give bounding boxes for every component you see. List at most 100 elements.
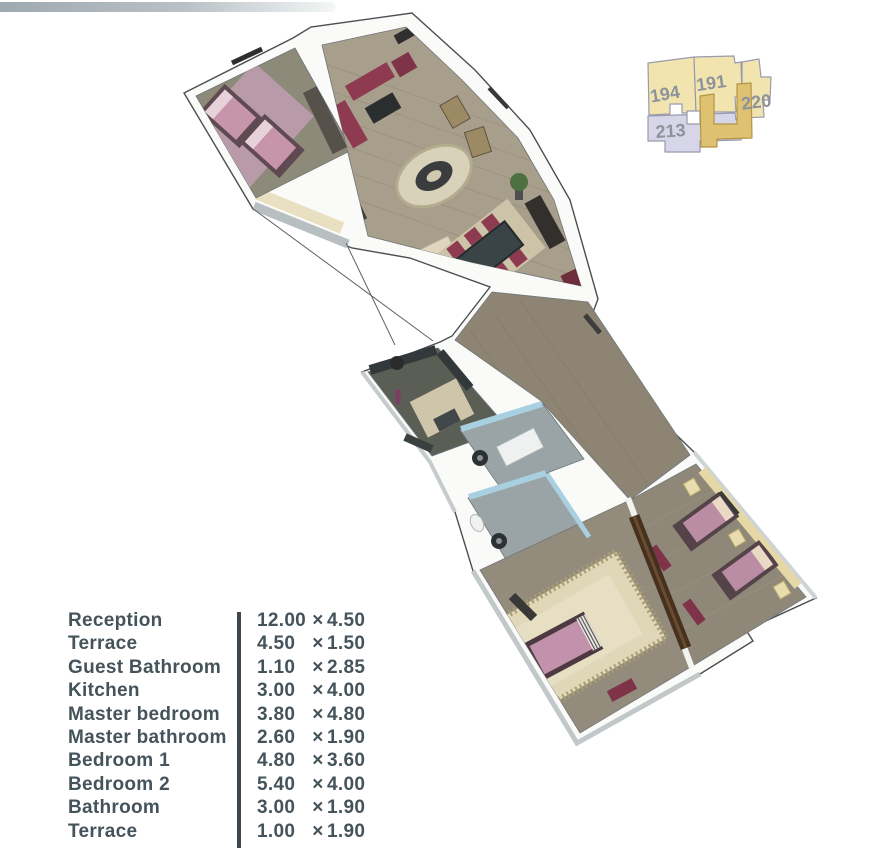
table-row: Bedroom 1 4.80 × 3.60 [65,749,425,772]
table-divider [237,612,241,848]
multiply-sign: × [312,633,324,655]
unit-191-label: 191 [695,71,728,95]
room-name: Master bedroom [68,703,221,725]
room-name: Bedroom 1 [68,750,170,772]
key-plan-notch [686,110,701,125]
multiply-sign: × [312,610,324,631]
oval-rug [395,143,473,209]
multiply-sign: × [312,797,324,819]
dim-width: 1.00 [257,820,296,842]
dim-width: 5.40 [257,773,296,795]
multiply-sign: × [312,680,324,702]
table-row: Guest Bathroom 1.10 × 2.85 [65,656,425,679]
bedroom2-window [718,490,740,516]
dim-width: 4.50 [257,633,296,655]
multiply-sign: × [312,750,324,772]
dim-width: 4.80 [257,750,296,772]
sofa-group [330,51,418,149]
dim-width: 3.80 [257,703,296,725]
kitchen-island [433,408,461,432]
dim-height: 1.90 [327,820,366,842]
bedroom2-bed-2 [711,539,779,601]
sink-b-basin [496,538,502,544]
bedroom1-bed-2 [239,113,305,179]
room-name: Bathroom [68,797,161,819]
master-bench [606,678,638,702]
dim-height: 4.80 [327,703,366,725]
bedroom1-wardrobe [302,85,348,155]
multiply-sign: × [312,773,324,795]
sideboard [524,194,566,250]
room-name: Master bathroom [68,726,227,748]
bench-2 [682,598,706,626]
table-row: Bathroom 3.00 × 1.90 [65,796,425,819]
terrace-floor [255,188,345,234]
table-row: Terrace 1.00 × 1.90 [65,820,425,843]
room-name: Bedroom 2 [68,773,170,795]
table-row: Master bedroom 3.80 × 4.80 [65,703,425,726]
coffee-table [364,92,402,124]
bedroom2-bed-1 [672,490,740,552]
table-row: Kitchen 3.00 × 4.00 [65,679,425,702]
dimensions-table: Reception 12.00 × 4.50 Terrace 4.50 × 1.… [65,609,425,848]
kitchen-parapet-face [360,370,457,513]
dim-height: 1.90 [327,726,366,748]
table-row: Master bathroom 2.60 × 1.90 [65,726,425,749]
range-hood [390,356,404,370]
dim-height: 3.60 [327,750,366,772]
bathroom-a-wall-tiles [460,401,543,432]
kitchen-floor-center [409,378,475,438]
terrace-parapet [252,201,350,249]
unit-213-label: 213 [655,120,686,142]
top-gradient-bar [0,2,336,12]
dim-height: 1.50 [327,633,366,655]
sink-a-basin [477,455,483,461]
dim-width: 3.00 [257,680,296,702]
apartment-3d-plan [183,12,818,747]
master-tv-dresser [508,592,538,622]
unit-213-shape [647,112,742,153]
living-window [487,86,510,110]
multiply-sign: × [312,726,324,748]
bathtub [495,426,545,468]
unit-220-label: 220 [740,90,772,114]
dim-width: 1.10 [257,656,296,678]
dim-height: 4.50 [327,610,366,631]
room-name: Reception [68,610,163,631]
table-row: Terrace 4.50 × 1.50 [65,632,425,655]
entrance-door [583,313,602,335]
dim-height: 2.85 [327,656,366,678]
room-name: Terrace [68,633,138,655]
wing-parapet-face [470,569,702,747]
wing-ne-wall-face [692,450,818,600]
toilet [469,514,485,532]
key-plan [647,55,772,153]
room-name: Terrace [68,820,138,842]
kitchen-counter-side [436,349,474,391]
dim-height: 1.90 [327,797,366,819]
dim-width: 3.00 [257,797,296,819]
highlighted-unit-shape [699,82,753,148]
multiply-sign: × [312,703,324,725]
wardrobe-front [632,515,688,649]
table-row: Bedroom 2 5.40 × 4.00 [65,773,425,796]
bedroom2-furniture [648,477,792,626]
room-name: Kitchen [68,680,140,702]
bedroom1-window [230,46,264,66]
dim-height: 4.00 [327,773,366,795]
plant [510,173,528,200]
dim-width: 12.00 [257,610,307,631]
dim-width: 2.60 [257,726,296,748]
room-name: Guest Bathroom [68,656,222,678]
bedroom2-headboard-wall [698,467,802,589]
dim-height: 4.00 [327,680,366,702]
kitchen-sink-counter [403,433,434,453]
bench-1 [648,544,672,572]
bathroom-b-wall-tiles [468,470,547,500]
callout-lines [251,207,434,346]
multiply-sign: × [312,820,324,842]
bathroom-b-wall-tiles-2 [544,472,592,539]
nightstands [682,477,792,600]
